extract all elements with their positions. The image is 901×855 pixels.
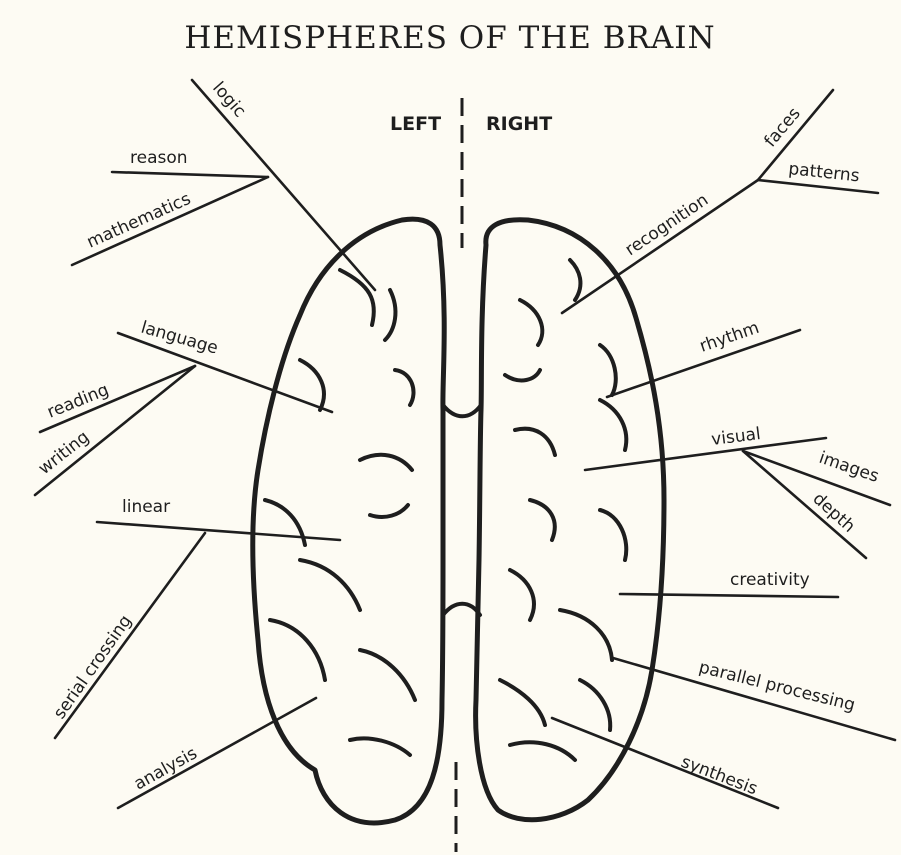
visual-label: visual <box>710 424 762 450</box>
left-hemisphere <box>253 219 445 823</box>
right-hemisphere <box>476 220 664 820</box>
reason-label: reason <box>130 148 188 168</box>
language-label: language <box>139 318 221 359</box>
serial-crossing-label: serial crossing <box>50 611 136 722</box>
mathematics-label: mathematics <box>84 189 194 253</box>
faces-label: faces <box>761 104 805 151</box>
writing-line <box>35 366 195 495</box>
corpus-connector-lower <box>443 604 480 615</box>
diagram-title: HEMISPHERES OF THE BRAIN <box>184 20 715 56</box>
rhythm-label: rhythm <box>697 318 762 357</box>
patterns-label: patterns <box>787 159 860 186</box>
right-heading: RIGHT <box>486 113 552 135</box>
analysis-line <box>118 698 316 808</box>
linear-label: linear <box>122 497 170 517</box>
creativity-label: creativity <box>730 570 810 590</box>
serial-crossing-line <box>55 533 205 738</box>
recognition-label: recognition <box>622 190 713 260</box>
logic-label: logic <box>208 78 249 121</box>
left-heading: LEFT <box>390 113 441 135</box>
mathematics-line <box>72 177 268 265</box>
synthesis-label: synthesis <box>678 752 760 799</box>
logic-line <box>192 80 375 290</box>
corpus-connector-upper <box>443 405 481 416</box>
reason-line <box>112 172 268 177</box>
brain-illustration <box>253 219 664 823</box>
